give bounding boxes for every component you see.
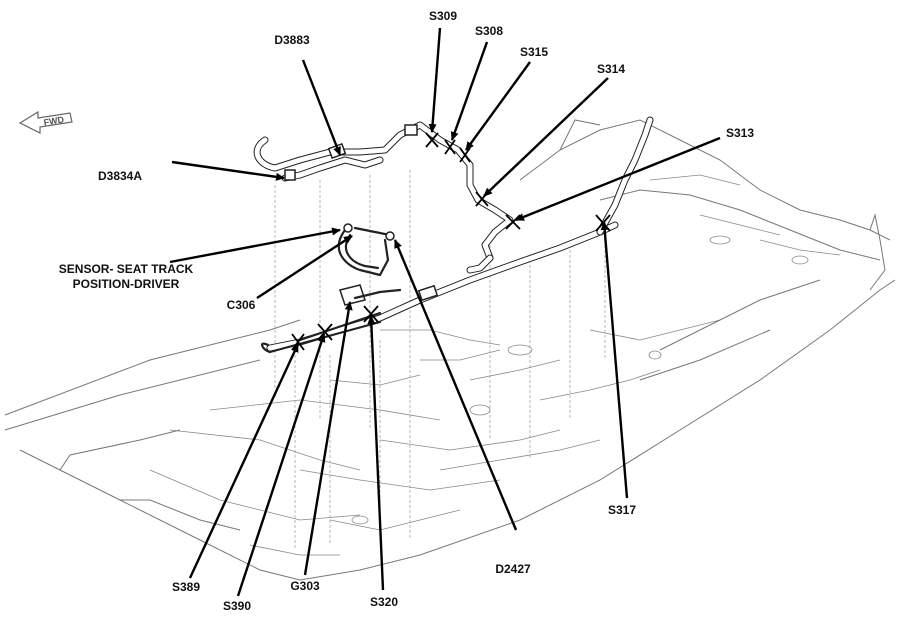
label-s309: S309 [429, 9, 457, 23]
splice-s320-mark [363, 305, 379, 323]
leader-s314 [483, 77, 609, 197]
label-s315: S315 [520, 45, 548, 59]
fwd-label: FWD [43, 114, 65, 127]
fwd-arrow-icon: FWD [18, 110, 73, 134]
label-s313: S313 [726, 126, 754, 140]
leader-s320 [367, 315, 385, 591]
label-d3834a: D3834A [98, 169, 142, 183]
leader-c306 [256, 234, 353, 300]
leader-s390 [236, 333, 326, 597]
label-s314: S314 [597, 62, 625, 76]
leader-s389 [188, 343, 300, 579]
label-sensor-line1: SENSOR- SEAT TRACK [59, 262, 194, 276]
leader-s317 [600, 221, 629, 499]
leader-d2427 [393, 239, 518, 531]
leader-d3883 [301, 59, 342, 156]
label-s390: S390 [223, 599, 251, 613]
callout-labels: D3883 S309 S308 S315 S314 S313 D3834A SE… [59, 9, 755, 613]
leader-s309 [428, 27, 442, 133]
label-s308: S308 [475, 24, 503, 38]
leader-sensor [169, 227, 341, 264]
label-s317: S317 [608, 503, 636, 517]
leader-s313 [515, 136, 721, 222]
label-c306: C306 [227, 298, 256, 312]
label-sensor-line2: POSITION-DRIVER [73, 277, 180, 291]
label-d3883: D3883 [274, 33, 310, 47]
splice-s309-mark [425, 132, 439, 148]
wiring-harness [253, 116, 654, 354]
label-d2427: D2427 [495, 562, 531, 576]
leader-d3834a [171, 160, 285, 181]
leader-lines [169, 27, 721, 597]
label-g303: G303 [290, 579, 320, 593]
leader-s315 [465, 61, 531, 151]
label-s320: S320 [370, 595, 398, 609]
label-s389: S389 [172, 580, 200, 594]
leader-s308 [450, 41, 489, 141]
splice-s308-mark [444, 139, 456, 155]
leader-g303 [303, 301, 353, 576]
floor-pan-outline [4, 119, 896, 581]
